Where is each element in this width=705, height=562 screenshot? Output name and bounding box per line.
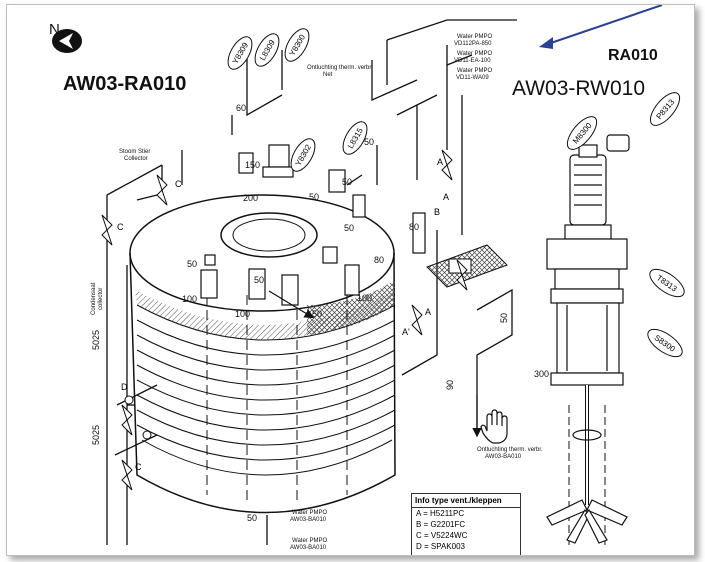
- legend-row: B = G2201FC: [416, 520, 466, 529]
- dim-50a: 50: [309, 192, 319, 202]
- valve-letter-a2: A: [443, 192, 449, 202]
- dim-50e: 50: [187, 259, 197, 269]
- dim-100a: 100: [182, 294, 197, 304]
- valve-letter-c1: C: [175, 179, 182, 189]
- piping-network: [106, 19, 517, 545]
- note-water-bottom1-sub: AW03-BA010: [290, 517, 327, 523]
- legend-title: Info type vent./kleppen: [412, 494, 520, 508]
- dim-50f: 50: [254, 275, 264, 285]
- note-steam: Stoom Stier: [119, 149, 150, 155]
- dim-80b: 80: [374, 255, 384, 265]
- valve-letter-d1: D: [121, 382, 128, 392]
- drawing-sheet: Y8309 L8309 Y8300 L8315 Y8302 M8300 P831…: [6, 4, 695, 556]
- dim-50i: 50: [247, 513, 257, 523]
- dim-50d: 50: [364, 137, 374, 147]
- note-water-top1: Water PMPO: [457, 34, 492, 40]
- left-title: AW03-RA010: [63, 73, 187, 95]
- right-code: RA010: [608, 47, 658, 64]
- pointer-arrow-line: [544, 5, 663, 46]
- note-water-top2-sub: VD11-EA-100: [454, 58, 491, 64]
- dim-300: 300: [534, 369, 549, 379]
- dim-100b: 100: [235, 309, 250, 319]
- legend-row: D = SPAK003: [416, 542, 465, 551]
- note-water-top2: Water PMPO: [457, 51, 492, 57]
- note-water-bottom1: Water PMPO: [292, 510, 327, 516]
- dim-60: 60: [236, 103, 246, 113]
- note-water-bottom2: Water PMPO: [292, 538, 327, 544]
- isometric-drawing: Y8309 L8309 Y8300 L8315 Y8302 M8300 P831…: [52, 5, 685, 551]
- dim-5025b: 5025: [91, 425, 101, 445]
- note-water-top3: Water PMPO: [457, 68, 492, 74]
- note-water-top3-sub: VD11-WA09: [456, 75, 489, 81]
- tag-bubbles: [227, 28, 685, 358]
- dim-50c: 50: [344, 223, 354, 233]
- legend-row: C = V5224WC: [416, 531, 468, 540]
- note-condensaat-sub: collector: [98, 288, 104, 310]
- valve-legend: Info type vent./kleppen A = H5211PC B = …: [411, 493, 521, 555]
- pointer-arrow-icon: [539, 37, 553, 49]
- tank-nozzles: [200, 144, 426, 306]
- valve-letter-a1: A: [437, 157, 443, 167]
- north-compass-icon: [52, 29, 82, 53]
- agitator-impeller: [546, 429, 628, 544]
- valve-symbols: [101, 149, 468, 491]
- dim-50h: 50: [499, 313, 509, 323]
- valve-letter-a3: A: [425, 307, 431, 317]
- north-label: N: [49, 21, 60, 38]
- note-ontluchting-right: Ontluchting therm. verbr.: [477, 447, 543, 453]
- note-water-top1-sub: VD112PA-850: [454, 41, 492, 47]
- valve-letter-c3: C: [135, 462, 142, 472]
- dim-80: 80: [409, 222, 419, 232]
- note-ontluchting-top-sub: Net: [323, 72, 333, 78]
- note-water-bottom2-sub: AW03-BA010: [290, 545, 327, 551]
- dim-90: 90: [445, 380, 455, 390]
- right-title: AW03-RW010: [512, 77, 646, 100]
- note-ontluchting-right-sub: AW03-BA010: [485, 454, 522, 460]
- valve-letter-a4: A': [402, 327, 410, 337]
- note-steam-sub: Collector: [124, 156, 148, 162]
- agitator-assembly: [546, 134, 630, 386]
- legend-row: A = H5211PC: [416, 509, 465, 518]
- note-ontluchting-top: Ontluchting therm. verbr.: [307, 65, 373, 71]
- note-condensaat: Condensaat: [91, 282, 97, 315]
- dim-200: 200: [243, 193, 258, 203]
- dim-5025a: 5025: [91, 330, 101, 350]
- dim-100c: 100: [357, 293, 372, 303]
- dim-50g: 50: [312, 309, 322, 319]
- tank-body: [129, 194, 396, 514]
- valve-letter-c2: C: [117, 222, 124, 232]
- dim-150: 150: [245, 160, 260, 170]
- valve-letter-b1: B: [434, 207, 440, 217]
- dim-50b: 50: [342, 177, 352, 187]
- hand-cursor-icon: [480, 409, 508, 444]
